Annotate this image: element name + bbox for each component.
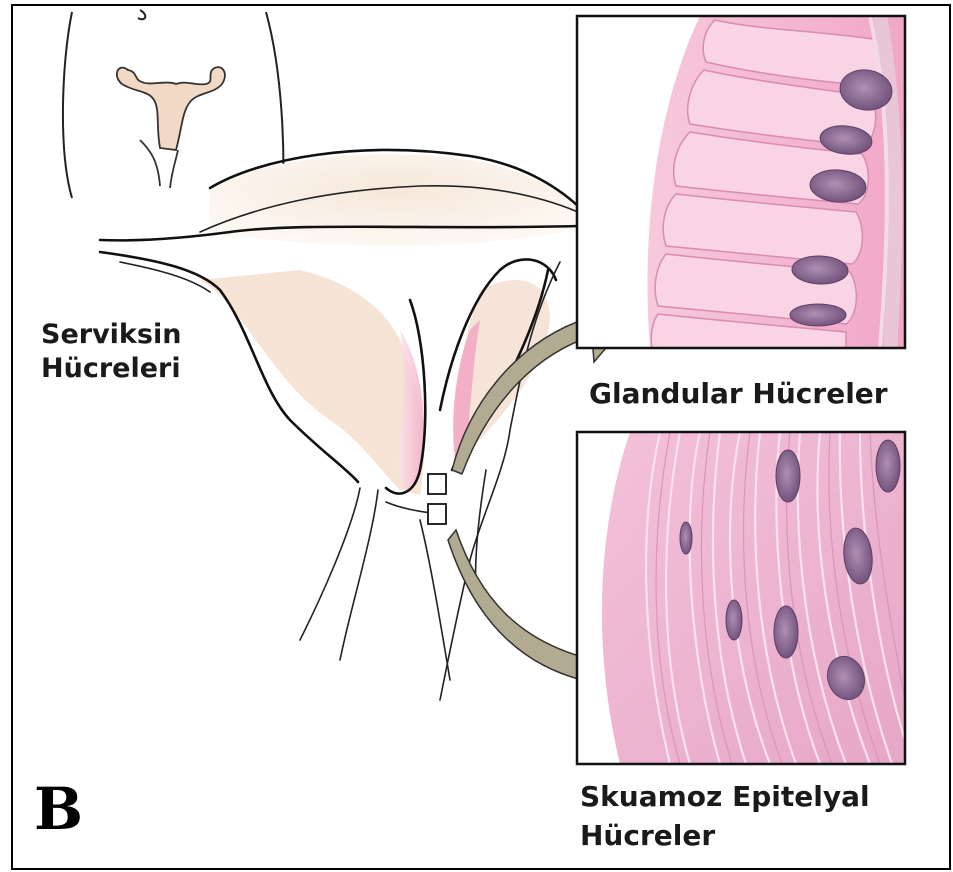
nucleus <box>774 606 798 658</box>
nucleus <box>726 600 742 640</box>
nucleus <box>776 450 800 502</box>
zoom-boxes <box>428 474 446 524</box>
glandular-cells-panel <box>577 16 905 348</box>
cervix-cells-label-line1: Serviksin <box>41 318 181 352</box>
squamous-cells-label-line2: Hücreler <box>580 816 870 855</box>
nucleus <box>790 304 846 326</box>
panel-letter: B <box>34 780 83 838</box>
small-uterus-icon <box>117 67 225 188</box>
squamous-cells-label: Skuamoz Epitelyal Hücreler <box>580 777 870 855</box>
nucleus <box>876 440 900 492</box>
glandular-cells-label: Glandular Hücreler <box>589 376 888 411</box>
cervix-cells-label-line2: Hücreleri <box>41 352 181 386</box>
nucleus <box>680 522 692 554</box>
cervix-cells-label: Serviksin Hücreleri <box>41 318 181 386</box>
squamous-cells-label-line1: Skuamoz Epitelyal <box>580 777 870 816</box>
squamous-cells-panel <box>577 432 905 764</box>
